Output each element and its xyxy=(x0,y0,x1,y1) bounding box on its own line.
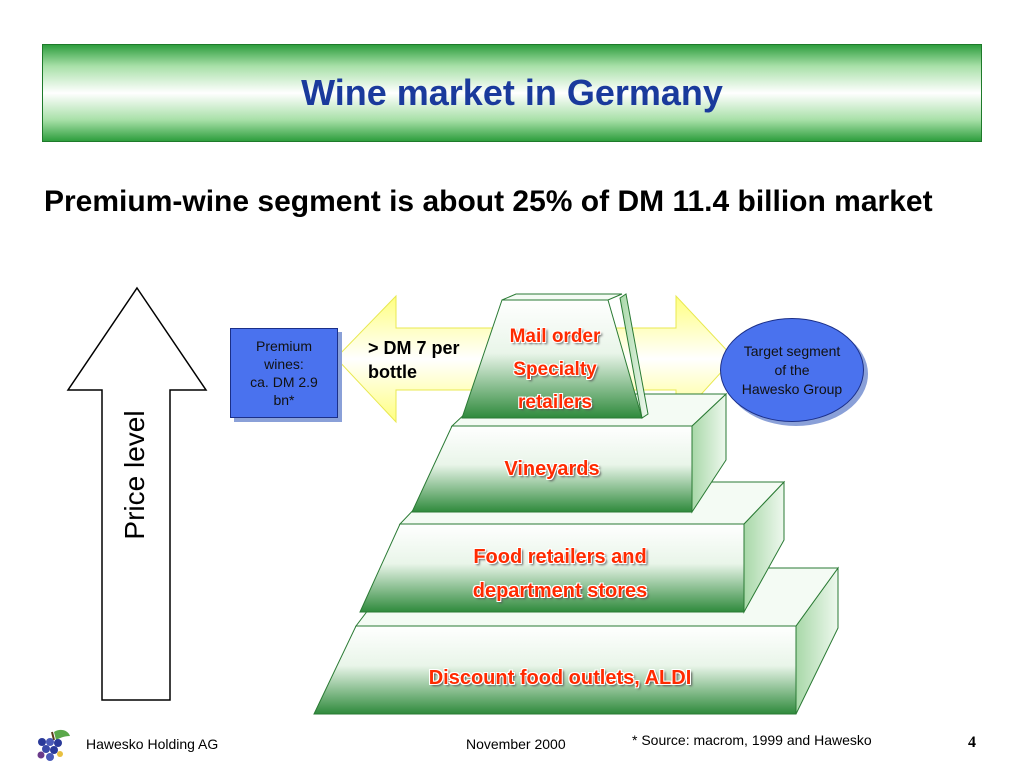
tier-mailorder-side xyxy=(619,293,649,419)
tier-food-front xyxy=(359,523,745,613)
premium-wines-box: Premium wines: ca. DM 2.9 bn* xyxy=(230,328,338,418)
tier-label-mail-order: Mail order Specialty retailers xyxy=(509,326,601,413)
price-level-arrow xyxy=(66,286,208,701)
tier-label-discount: Discount food outlets, ALDI xyxy=(428,667,692,689)
distribution-pyramid xyxy=(313,293,839,715)
slide-title: Wine market in Germany xyxy=(301,72,723,113)
footer-company: Hawesko Holding AG xyxy=(86,736,219,752)
premium-wines-text: Premium wines: ca. DM 2.9 bn* xyxy=(250,338,318,408)
target-segment-ellipse: Target segment of the Hawesko Group xyxy=(720,318,864,422)
price-threshold-label: > DM 7 per bottle xyxy=(368,338,460,382)
price-level-label: Price level xyxy=(119,410,150,540)
footer-source-note: * Source: macrom, 1999 and Hawesko xyxy=(632,732,872,748)
headline: Premium-wine segment is about 25% of DM … xyxy=(44,185,933,218)
target-segment-text: Target segment of the Hawesko Group xyxy=(741,342,843,397)
tier-label-vineyards: Vineyards xyxy=(504,458,600,480)
grapes-logo-icon xyxy=(37,729,70,761)
page-number: 4 xyxy=(968,734,976,751)
tier-label-food-retailers: Food retailers and department stores xyxy=(472,546,648,602)
tier-mailorder-top xyxy=(501,293,623,301)
tier-mailorder-front xyxy=(461,299,643,419)
tier-discount-front xyxy=(313,625,797,715)
title-banner: Wine market in Germany xyxy=(42,44,982,142)
footer-date: November 2000 xyxy=(466,736,566,752)
tier-vineyards-front xyxy=(411,425,693,513)
